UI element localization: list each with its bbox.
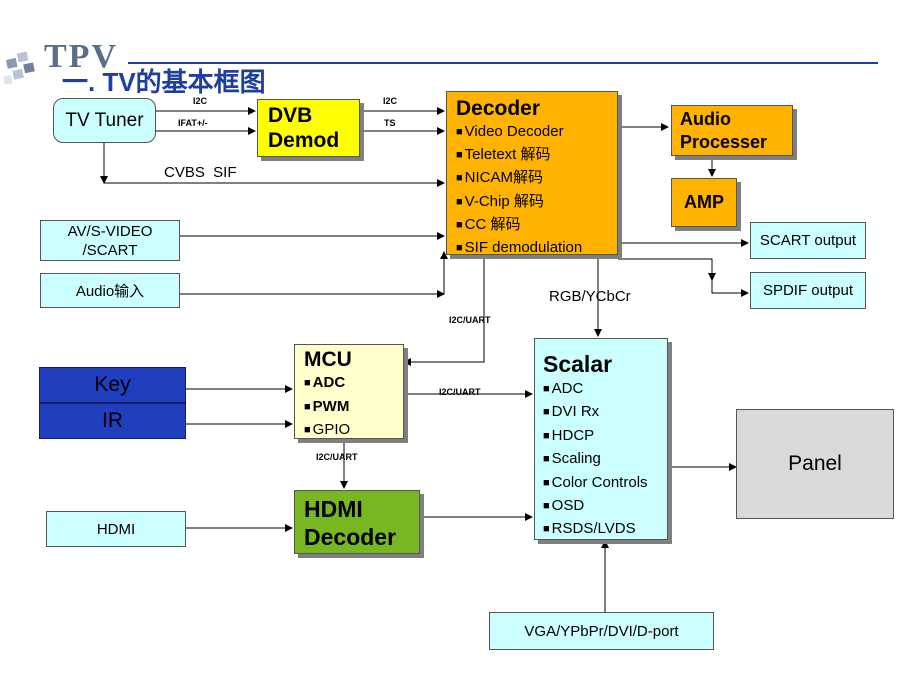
mcu-item-adc: ADC xyxy=(304,372,403,396)
wire-decoder-mcu xyxy=(403,249,488,366)
scalar-item-hdcp: HDCP xyxy=(543,425,667,448)
label-tuner-demod-i2c: I2C xyxy=(193,96,208,106)
decoder-block: Decoder Video Decoder Teletext 解码 NICAM解… xyxy=(446,91,618,256)
ir-block: IR xyxy=(39,403,186,439)
header-rule xyxy=(128,62,878,64)
audio-processer-block: Audio Processer xyxy=(671,105,793,156)
decoder-item-video: Video Decoder xyxy=(456,121,617,144)
decoder-item-nicam: NICAM解码 xyxy=(456,167,617,190)
mcu-block: MCU ADC PWM GPIO xyxy=(294,344,404,439)
scalar-block: Scalar ADC DVI Rx HDCP Scaling Color Con… xyxy=(534,338,668,540)
mcu-item-pwm: PWM xyxy=(304,396,403,420)
audio-input-label: Audio输入 xyxy=(75,283,145,300)
wire-audio-decoder xyxy=(180,251,448,295)
ir-label: IR xyxy=(102,409,123,432)
label-mcu-hdmi-bus: I2C/UART xyxy=(316,452,358,462)
scalar-item-dvi: DVI Rx xyxy=(543,401,667,424)
label-cvbs-sif: CVBS SIF xyxy=(164,164,237,181)
mcu-item-gpio: GPIO xyxy=(304,419,403,443)
panel-block: Panel xyxy=(736,409,894,519)
amp-block: AMP xyxy=(671,178,737,227)
mcu-title: MCU xyxy=(304,348,352,371)
decoder-item-teletext: Teletext 解码 xyxy=(456,144,617,167)
spdif-output-label: SPDIF output xyxy=(762,282,854,299)
audio-processer-line2: Processer xyxy=(680,132,768,152)
tv-tuner-label: TV Tuner xyxy=(65,109,144,131)
label-mcu-scalar-bus: I2C/UART xyxy=(439,387,481,397)
label-demod-decoder-i2c: I2C xyxy=(383,96,398,106)
spdif-output-block: SPDIF output xyxy=(750,272,866,309)
panel-label: Panel xyxy=(788,452,842,475)
decoder-item-sif: SIF demodulation xyxy=(456,237,617,260)
scalar-item-osd: OSD xyxy=(543,495,667,518)
dvb-demod-block: DVB Demod xyxy=(257,99,360,157)
decoder-title: Decoder xyxy=(456,97,541,120)
audio-input-block: Audio输入 xyxy=(40,273,180,308)
key-label: Key xyxy=(94,373,131,396)
label-tuner-demod-ifat: IFAT+/- xyxy=(178,118,208,128)
decoder-item-vchip: V-Chip 解码 xyxy=(456,191,617,214)
hdmi-decoder-block: HDMI Decoder xyxy=(294,490,420,554)
av-input-block: AV/S-VIDEO /SCART xyxy=(40,220,180,261)
page-title: 一. TV的基本框图 xyxy=(62,67,266,97)
vga-input-block: VGA/YPbPr/DVI/D-port xyxy=(489,612,714,650)
key-block: Key xyxy=(39,367,186,403)
av-input-line2: /SCART xyxy=(82,241,138,259)
logo: TPV xyxy=(0,38,150,88)
logo-icon xyxy=(3,51,35,85)
scart-output-label: SCART output xyxy=(759,232,857,249)
audio-processer-line1: Audio xyxy=(680,109,731,129)
scalar-item-scaling: Scaling xyxy=(543,448,667,471)
vga-input-label: VGA/YPbPr/DVI/D-port xyxy=(524,622,679,640)
scalar-item-rsds: RSDS/LVDS xyxy=(543,518,667,541)
label-rgb-ycbcr: RGB/YCbCr xyxy=(549,288,631,305)
tv-tuner-block: TV Tuner xyxy=(53,98,156,143)
hdmi-decoder-line1: HDMI xyxy=(304,496,363,522)
label-demod-decoder-ts: TS xyxy=(384,118,396,128)
decoder-item-cc: CC 解码 xyxy=(456,214,617,237)
hdmi-input-label: HDMI xyxy=(96,520,136,538)
scart-output-block: SCART output xyxy=(750,222,866,259)
amp-label: AMP xyxy=(684,192,724,212)
dvb-demod-line1: DVB xyxy=(268,104,313,127)
scalar-item-color: Color Controls xyxy=(543,472,667,495)
av-input-line1: AV/S-VIDEO xyxy=(67,222,153,240)
scalar-item-adc: ADC xyxy=(543,378,667,401)
wire-decoder-spdif xyxy=(618,258,749,297)
hdmi-decoder-line2: Decoder xyxy=(304,524,397,550)
scalar-title: Scalar xyxy=(543,351,613,377)
logo-text: TPV xyxy=(44,38,118,75)
label-decoder-mcu-bus: I2C/UART xyxy=(449,315,491,325)
hdmi-input-block: HDMI xyxy=(46,511,186,547)
dvb-demod-line2: Demod xyxy=(268,129,340,152)
